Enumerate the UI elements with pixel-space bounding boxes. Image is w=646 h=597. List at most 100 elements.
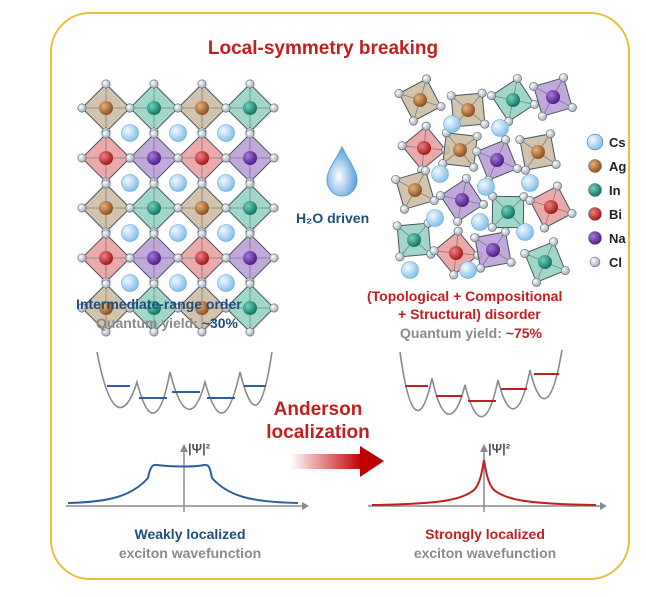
legend-bi-label: Bi [609,207,622,222]
na-atom [147,251,161,265]
cl-atom [435,191,445,201]
localization-label: localization [266,422,370,443]
na-atom [147,151,161,165]
cl-atom [549,237,559,247]
na-atom [546,90,560,104]
left-qy-value: ~30% [201,315,238,331]
cs-atom [217,124,235,142]
left-order-label: Intermediate-range order [76,296,242,312]
cl-atom [77,103,87,113]
cl-atom [553,181,563,191]
cl-atom [487,222,497,232]
cl-atom [436,102,446,112]
ag-atom [195,201,209,215]
cl-atom [394,88,404,98]
cs-atom [121,174,139,192]
strong-wavefunction-plot [368,444,607,512]
right-wf-subtitle: exciton wavefunction [413,545,557,561]
in-atom [147,201,161,215]
legend-na-swatch [588,231,602,245]
legend-cl-swatch [589,256,601,268]
anderson-label: Anderson [273,399,363,420]
cl-atom [560,266,570,276]
in-atom [243,301,257,315]
cl-atom [453,217,463,227]
legend-na-label: Na [609,231,626,246]
cl-atom [408,116,418,126]
right-psi-label: |Ψ|² [488,441,511,456]
cl-atom [399,204,409,214]
cl-atom [197,279,207,289]
cl-atom [101,327,111,337]
cl-atom [559,73,569,83]
ag-atom [531,145,545,159]
cl-atom [149,229,159,239]
cl-atom [125,253,135,263]
cl-atom [530,99,540,109]
cl-atom [197,327,207,337]
figure-title: Local-symmetry breaking [207,38,439,59]
cs-atom [443,115,461,133]
bi-atom [449,246,463,260]
cl-atom [512,73,522,83]
cl-atom [391,174,401,184]
cs-atom [169,274,187,292]
cl-atom [470,233,480,243]
cl-atom [101,179,111,189]
ag-atom [408,183,422,197]
cl-atom [479,199,489,209]
cl-atom [101,229,111,239]
na-atom [455,193,469,207]
cl-atom [500,227,510,237]
na-atom [486,243,500,257]
cl-atom [101,129,111,139]
cl-atom [551,159,561,169]
cl-atom [472,146,482,156]
ag-atom [413,93,427,107]
na-atom [490,153,504,167]
legend-cs-swatch [586,133,604,151]
ag-atom [99,201,113,215]
cl-atom [269,153,279,163]
bi-atom [195,251,209,265]
cl-atom [453,226,463,236]
na-atom [243,251,257,265]
cl-atom [245,327,255,337]
cl-atom [525,195,535,205]
cl-atom [221,253,231,263]
cl-atom [173,153,183,163]
cl-atom [515,135,525,145]
disordered-potential-wells [399,349,563,418]
cl-atom [521,165,531,175]
in-atom [506,93,520,107]
cl-atom [477,88,487,98]
cs-atom [426,209,444,227]
cl-atom [221,103,231,113]
cl-atom [245,279,255,289]
cl-atom [245,229,255,239]
legend-cl-label: Cl [609,255,622,270]
cl-atom [501,135,511,145]
cl-atom [395,252,405,262]
cs-atom [477,178,495,196]
disordered-lattice [391,73,577,287]
cl-atom [149,327,159,337]
cs-atom [521,174,539,192]
cl-atom [221,153,231,163]
legend-in-label: In [609,183,621,198]
ordered-energy-levels [107,385,266,399]
cl-atom [529,81,539,91]
right-disorder-line-1: (Topological + Compositional [367,288,563,304]
cl-atom [429,246,439,256]
legend-cs-label: Cs [609,135,626,150]
cl-atom [101,79,111,89]
left-wf-subtitle: exciton wavefunction [118,545,262,561]
cs-atom [491,119,509,137]
cl-atom [269,253,279,263]
cl-atom [173,303,183,313]
cl-atom [486,91,496,101]
cl-atom [149,279,159,289]
in-atom [243,101,257,115]
